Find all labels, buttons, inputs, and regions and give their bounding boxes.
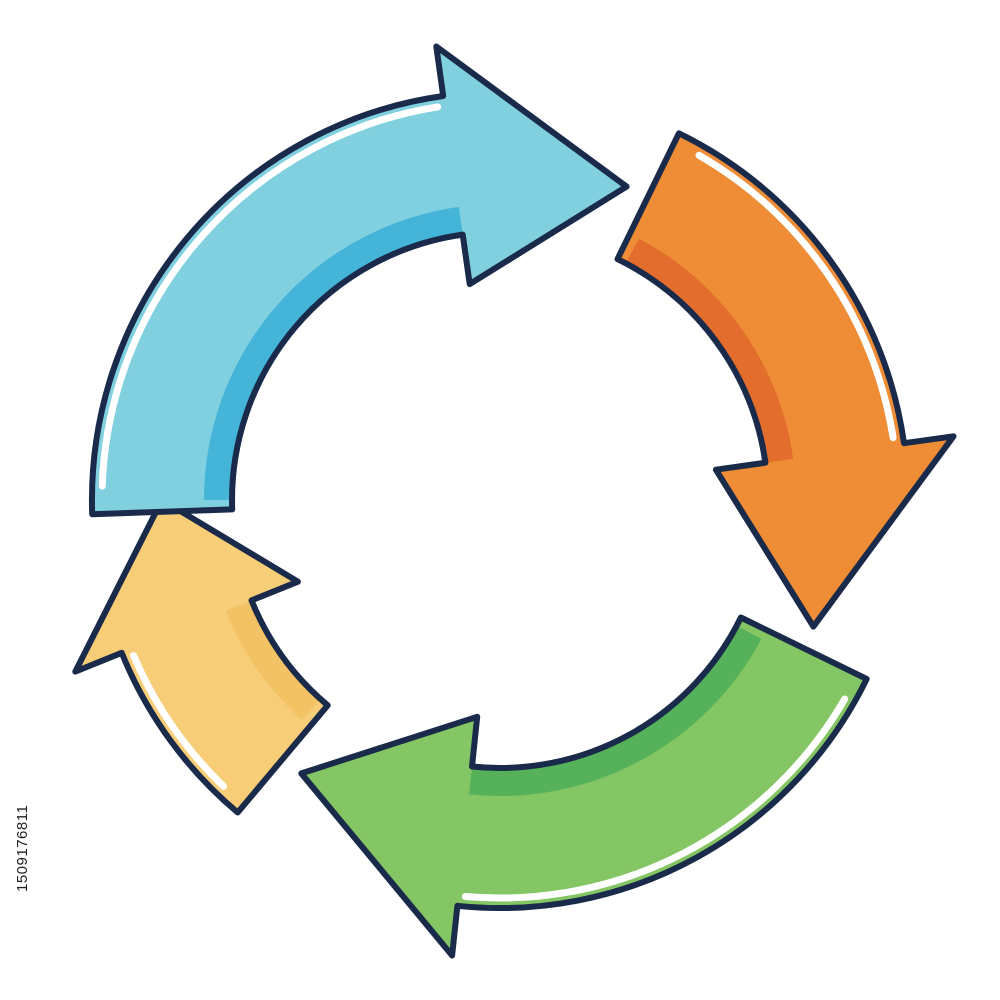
green-arrow-shade <box>469 625 762 797</box>
blue-arrow-outline <box>88 43 630 518</box>
yellow-arrow-shade <box>225 600 321 721</box>
green-arrow-outline <box>298 614 870 959</box>
arrow-layer <box>72 43 957 959</box>
orange-arrow-body <box>617 133 954 627</box>
blue-arrow-highlight <box>98 103 442 490</box>
orange-arrow-outline <box>614 130 957 630</box>
stock-image-id: 1509176811 <box>14 804 31 892</box>
orange-arrow-highlight <box>695 151 897 442</box>
blue-arrow <box>88 43 630 518</box>
orange-arrow-shade <box>625 238 794 463</box>
green-arrow-body <box>301 617 867 956</box>
orange-arrow <box>614 130 957 630</box>
blue-arrow-shade <box>204 206 463 501</box>
yellow-arrow-body <box>75 500 328 813</box>
green-arrow <box>298 614 870 959</box>
green-arrow-highlight <box>461 695 849 902</box>
yellow-arrow-outline <box>72 497 331 816</box>
yellow-arrow-highlight <box>130 652 227 790</box>
yellow-arrow <box>72 497 331 816</box>
